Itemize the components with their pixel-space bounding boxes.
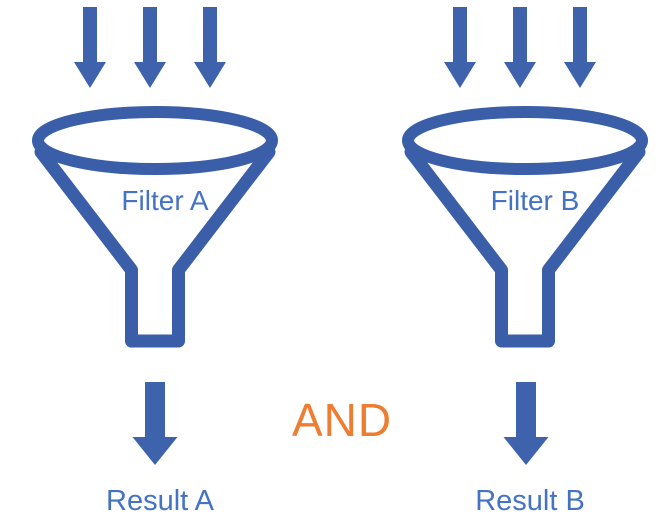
funnel-cone — [404, 145, 646, 348]
result-a-label: Result A — [106, 485, 214, 517]
funnel-rim — [32, 106, 278, 175]
down-arrow-icon — [444, 7, 476, 88]
down-arrow-icon — [504, 7, 536, 88]
filter-a-label: Filter A — [121, 185, 209, 216]
down-arrow-icon — [503, 382, 549, 465]
down-arrow-icon — [132, 382, 178, 465]
down-arrow-icon — [74, 7, 106, 88]
funnel-cone — [34, 145, 276, 348]
funnel-icon-b — [402, 106, 648, 348]
down-arrow-icon — [134, 7, 166, 88]
down-arrow-icon — [194, 7, 226, 88]
result-b-label: Result B — [475, 485, 585, 517]
down-arrow-icon — [564, 7, 596, 88]
funnel-icon-a — [32, 106, 278, 348]
input-arrows-a — [74, 7, 226, 88]
input-arrows-b — [444, 7, 596, 88]
output-arrow-a — [132, 382, 178, 465]
funnel-rim — [402, 106, 648, 175]
and-operator-label: AND — [291, 394, 393, 446]
filter-b-label: Filter B — [490, 185, 580, 216]
output-arrow-b — [503, 382, 549, 465]
